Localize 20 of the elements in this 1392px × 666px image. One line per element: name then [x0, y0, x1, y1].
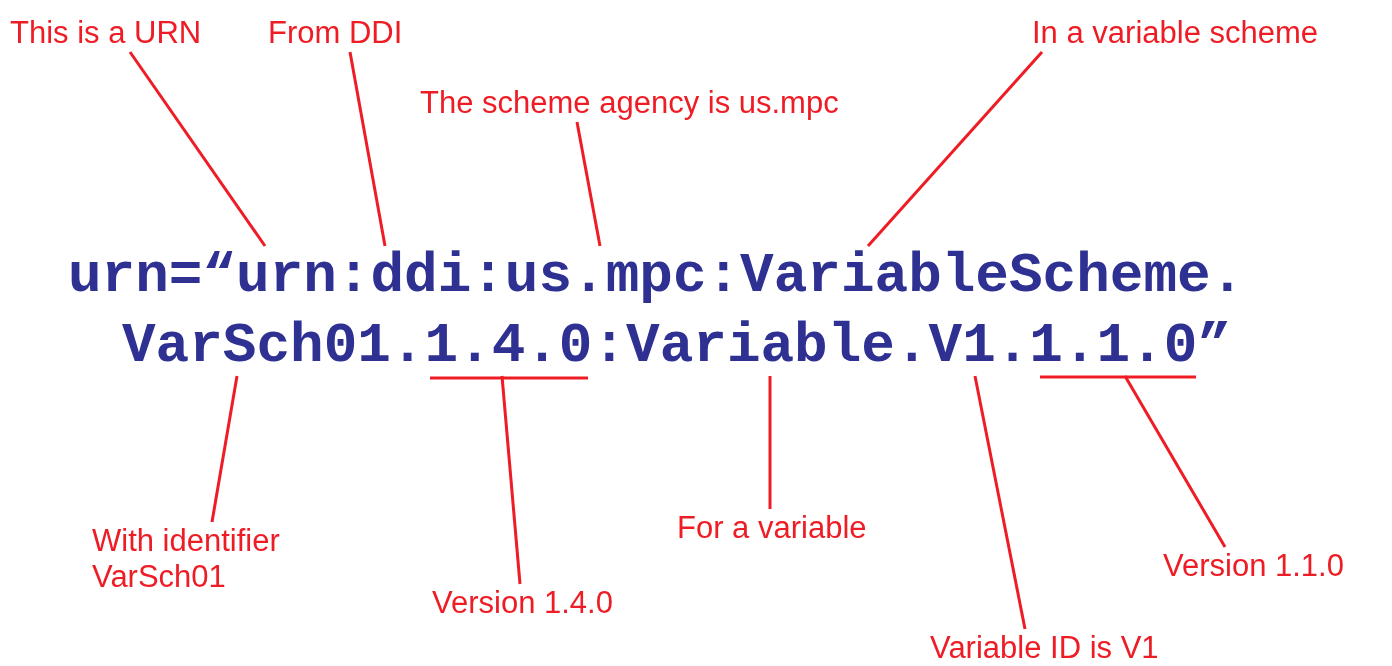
callout-text: This is a URN: [10, 15, 202, 51]
leader-line: [1123, 375, 1227, 548]
callout-text: Variable ID is V1: [930, 630, 1159, 666]
callout-text: The scheme agency is us.mpc: [420, 85, 839, 121]
callout-text: Version 1.1.0: [1163, 548, 1344, 584]
callout-text: From DDI: [268, 15, 403, 51]
urn-code-text: VarSch01.1.4.0:Variable.V1.1.1.0”: [122, 316, 1231, 376]
leader-line: [500, 375, 522, 585]
urn-code-text: urn=“urn:ddi:us.mpc:VariableScheme.: [68, 246, 1245, 306]
callout-text: With identifier VarSch01: [92, 523, 332, 595]
leader-line: [575, 121, 602, 247]
callout-text: For a variable: [677, 510, 867, 546]
leader-line: [768, 376, 772, 509]
leader-line: [348, 51, 387, 247]
leader-line: [866, 51, 1044, 247]
leader-line: [973, 375, 1027, 630]
callout-text: In a variable scheme: [1032, 15, 1319, 51]
callout-text: Version 1.4.0: [432, 585, 613, 621]
leader-line: [128, 51, 267, 247]
leader-line: [210, 375, 239, 523]
